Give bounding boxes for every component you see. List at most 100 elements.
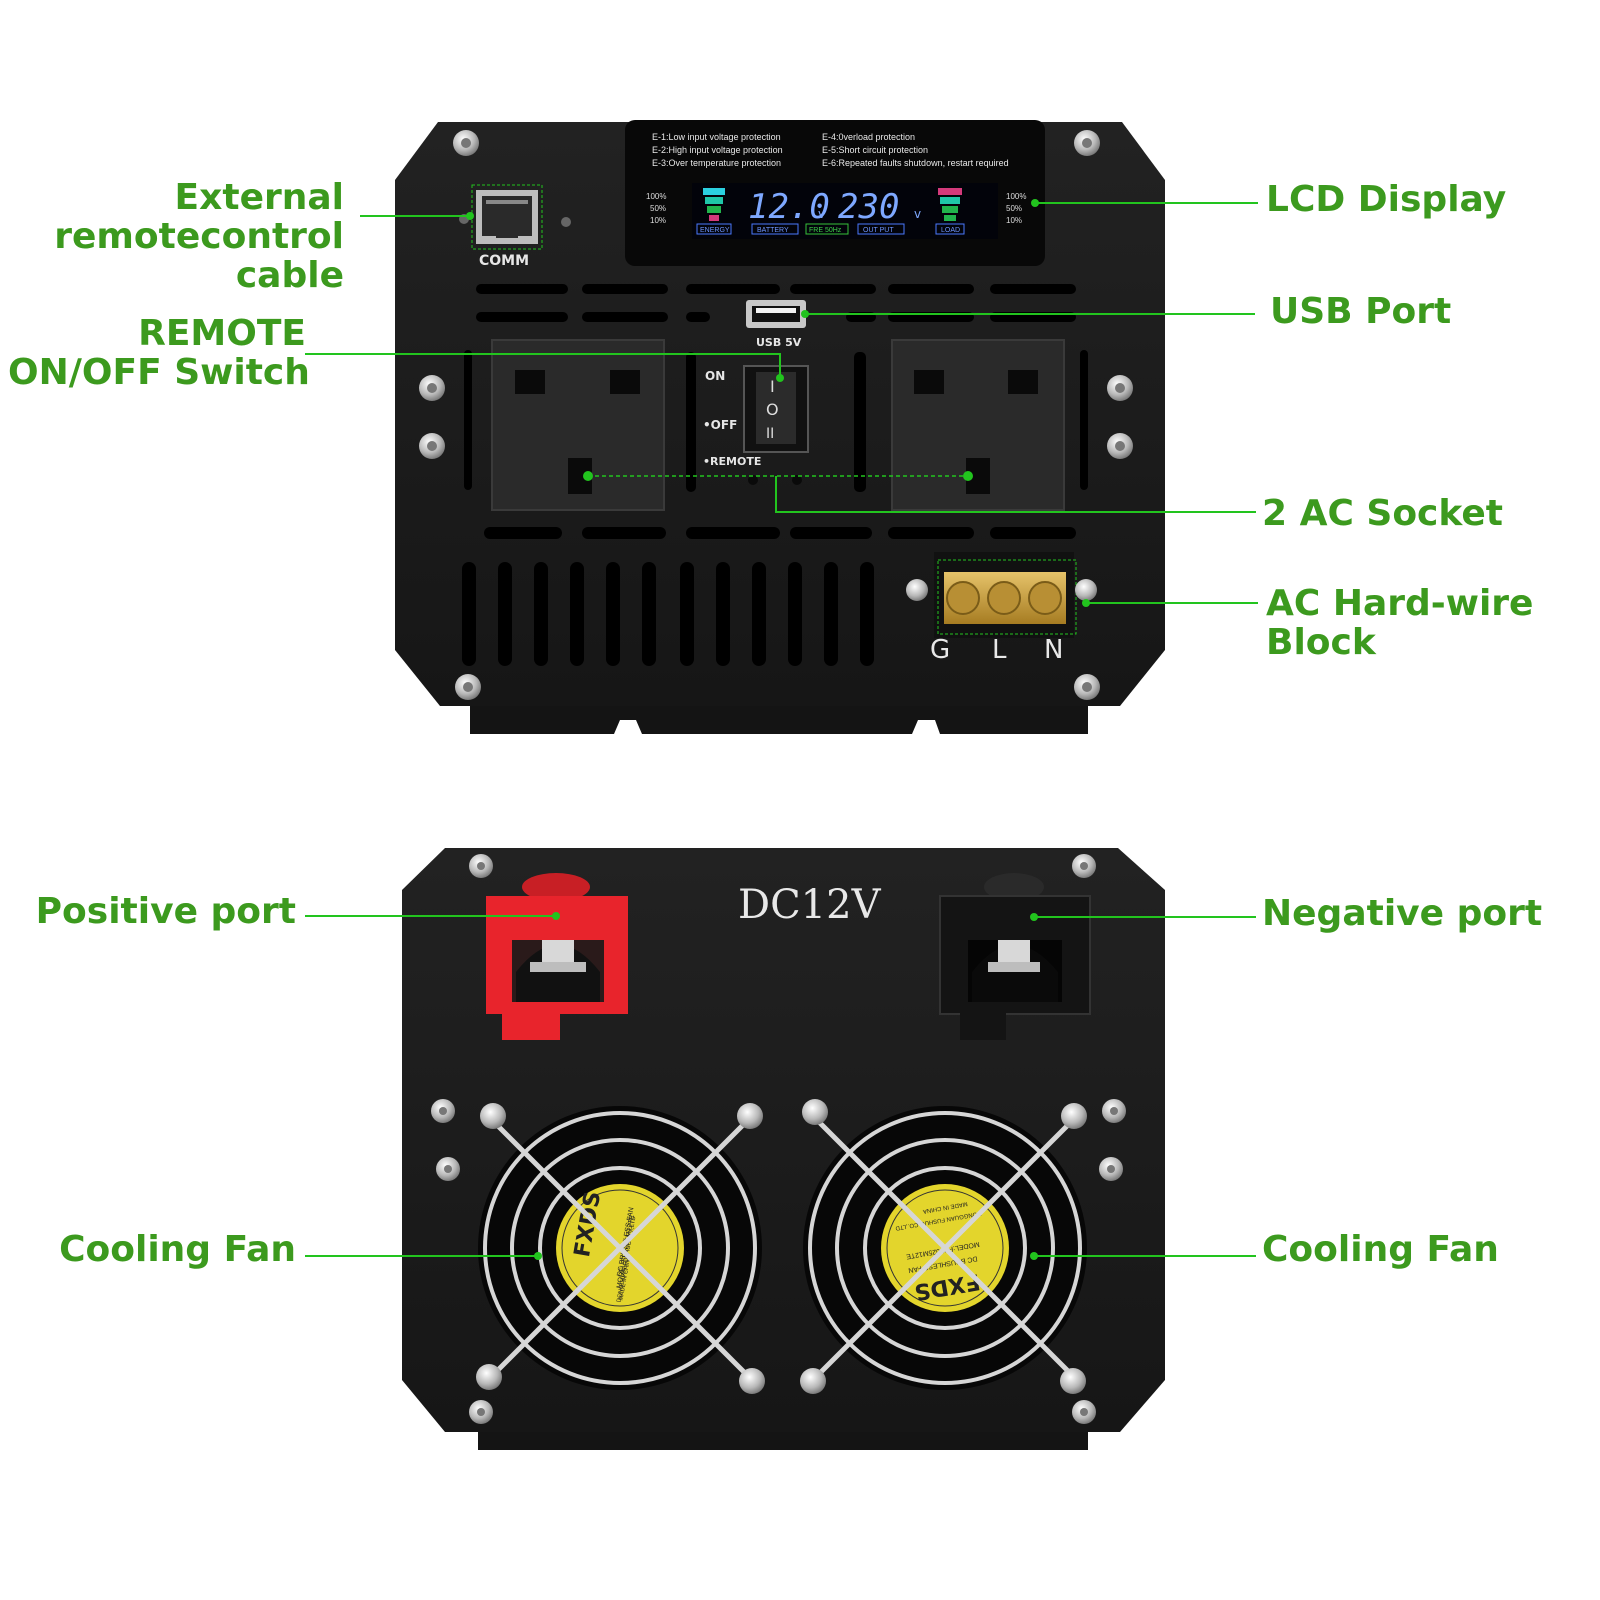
terminal-letter-l: L — [992, 635, 1007, 665]
lcd-level-left-10: 10% — [650, 216, 666, 225]
switch-on-label: ON — [705, 369, 725, 383]
callout-negative-port-line1: Negative port — [1262, 893, 1543, 934]
front-mount-bracket — [470, 700, 1088, 734]
lcd-level-left-50: 50% — [650, 204, 666, 213]
comm-label: COMM — [479, 253, 529, 269]
screw-icon — [1075, 579, 1097, 601]
front-leader-dots — [466, 199, 1090, 607]
front-screws — [419, 130, 1133, 700]
energy-bar-meter — [703, 188, 725, 221]
fan-icon: FXDS DC BRUSHLESS FAN MODEL:FD7025M12TE … — [476, 1103, 765, 1394]
screw-icon — [800, 1368, 826, 1394]
error-code-5: E-5:Short circuit protection — [822, 145, 928, 155]
rear-voltage-label: DC12V — [738, 882, 882, 928]
lcd-output-unit: v — [914, 207, 921, 221]
screw-terminal-icon — [906, 552, 1097, 638]
front-leader-lines — [305, 202, 1258, 604]
lcd-level-right-50: 50% — [1006, 204, 1022, 213]
switch-off-label: •OFF — [703, 418, 737, 432]
lcd-level-right-100: 100% — [1006, 192, 1026, 201]
terminal-letter-g: G — [930, 635, 950, 665]
rear-leader-lines — [305, 915, 1256, 1257]
callout-remote-switch-line1: REMOTE — [138, 313, 306, 354]
battery-terminal-icon — [939, 873, 1091, 1040]
lcd-input-voltage: 12.0 — [748, 187, 830, 227]
screw-icon — [469, 1400, 493, 1424]
load-bar-meter — [938, 188, 962, 221]
screw-icon — [469, 854, 493, 878]
error-code-2: E-2:High input voltage protection — [652, 145, 783, 155]
screw-icon — [737, 1103, 763, 1129]
callout-positive-port-line1: Positive port — [35, 891, 296, 932]
lcd-tag-output: OUT PUT — [863, 227, 894, 234]
screw-icon — [436, 1157, 460, 1181]
screw-icon — [1060, 1368, 1086, 1394]
callout-remote-switch-line2: ON/OFF Switch — [8, 352, 310, 393]
screw-icon — [431, 1099, 455, 1123]
screw-icon — [455, 674, 481, 700]
callout-lcd-display: LCD Display — [1266, 180, 1506, 219]
screw-icon — [1102, 1099, 1126, 1123]
callout-cooling-fan-right: Cooling Fan — [1262, 1230, 1499, 1269]
callout-external-remote: External remotecontrol cable — [40, 178, 344, 295]
rocker-glyph-remote: II — [766, 426, 774, 442]
callout-hardwire-block-line2: Block — [1266, 622, 1376, 663]
screw-icon — [480, 1103, 506, 1129]
lcd-tag-load: LOAD — [941, 227, 960, 234]
screw-icon — [1107, 433, 1133, 459]
lcd-output-voltage: 230 — [838, 187, 899, 227]
callout-positive-port: Positive port — [20, 892, 296, 931]
battery-terminal-icon — [486, 873, 628, 1040]
error-code-1: E-1:Low input voltage protection — [652, 132, 781, 142]
screw-icon — [419, 375, 445, 401]
callout-hardwire-block: AC Hard-wire Block — [1266, 584, 1533, 662]
lower-vent-slots — [462, 527, 1076, 666]
rear-leader-dots — [534, 912, 1038, 1260]
callout-lcd-display-line1: LCD Display — [1266, 179, 1507, 220]
error-code-3: E-3:Over temperature protection — [652, 158, 781, 168]
callout-cooling-fan-left-line1: Cooling Fan — [59, 1229, 296, 1270]
callout-cooling-fan-left: Cooling Fan — [20, 1230, 296, 1269]
rocker-glyph-on: I — [770, 377, 775, 396]
callout-remote-switch: REMOTE ON/OFF Switch — [8, 313, 310, 393]
callout-ac-socket: 2 AC Socket — [1262, 494, 1503, 533]
front-panel: E-1:Low input voltage protection E-2:Hig… — [395, 120, 1165, 734]
lcd-tag-frequency: FRE 50Hz — [809, 227, 842, 234]
rocker-glyph-off: O — [766, 400, 779, 419]
callout-usb-port-line1: USB Port — [1270, 291, 1452, 332]
switch-remote-label: •REMOTE — [703, 455, 761, 468]
screw-icon — [906, 579, 928, 601]
rocker-switch-icon[interactable]: I O II — [743, 365, 809, 453]
lcd-tag-battery: BATTERY — [757, 227, 789, 234]
screw-icon — [739, 1368, 765, 1394]
callout-ac-socket-line1: 2 AC Socket — [1262, 493, 1503, 534]
screw-icon — [1099, 1157, 1123, 1181]
terminal-letter-n: N — [1044, 635, 1063, 665]
screw-icon — [802, 1099, 828, 1125]
screw-icon — [1072, 854, 1096, 878]
callout-external-remote-line1: External — [174, 177, 344, 218]
rear-screws — [431, 854, 1126, 1424]
fan-icon: FXDS DC BRUSHLESS FAN MODEL:FD7025M12TE … — [800, 1099, 1087, 1394]
callout-external-remote-line3: cable — [235, 255, 344, 296]
error-code-4: E-4:0verload protection — [822, 132, 915, 142]
screw-icon — [561, 217, 571, 227]
rear-panel: DC12V FXDS — [402, 848, 1165, 1450]
screw-icon — [476, 1364, 502, 1390]
screw-icon — [1061, 1103, 1087, 1129]
error-code-6: E-6:Repeated faults shutdown, restart re… — [822, 158, 1009, 168]
callout-cooling-fan-right-line1: Cooling Fan — [1262, 1229, 1499, 1270]
usb-a-port-icon — [746, 300, 806, 328]
callout-hardwire-block-line1: AC Hard-wire — [1266, 583, 1534, 624]
uk-socket-icon — [491, 339, 665, 511]
screw-icon — [453, 130, 479, 156]
rj45-port-icon — [459, 184, 571, 250]
lcd-level-left-100: 100% — [646, 192, 666, 201]
screw-icon — [1074, 674, 1100, 700]
uk-socket-icon — [891, 339, 1065, 511]
lcd-panel: E-1:Low input voltage protection E-2:Hig… — [625, 120, 1045, 266]
callout-negative-port: Negative port — [1262, 894, 1542, 933]
callout-external-remote-line2: remotecontrol — [54, 216, 344, 257]
lcd-tag-energy: ENERGY — [700, 227, 730, 234]
